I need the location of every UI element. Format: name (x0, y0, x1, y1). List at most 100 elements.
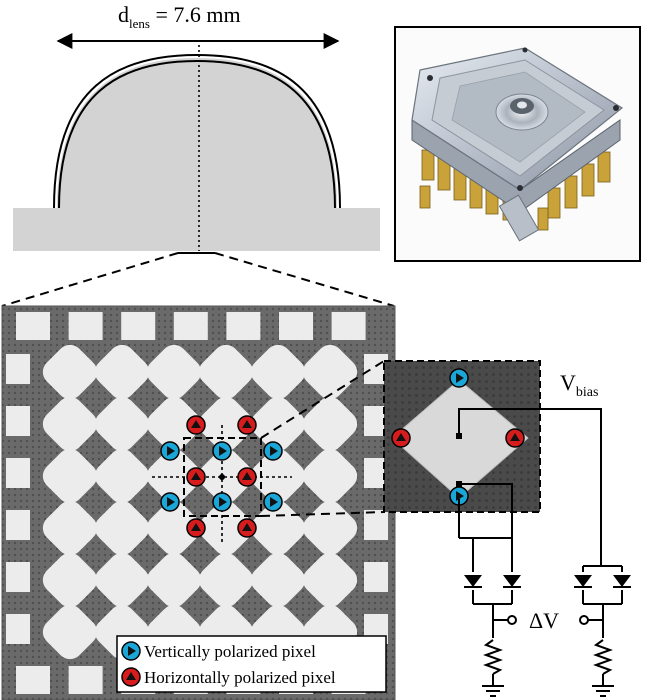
triangle-up-icon (510, 433, 520, 441)
pixel-absorber (42, 344, 98, 400)
border-pad (6, 562, 30, 592)
border-pad (6, 510, 30, 540)
vertical-pixel-marker (160, 441, 180, 461)
pixel-absorber (198, 448, 254, 504)
pixel-absorber (198, 344, 254, 400)
horizontal-pixel-marker (237, 415, 257, 435)
pixel-absorber (146, 552, 202, 608)
polarization-markers (160, 415, 283, 538)
vertical-pixel-marker (263, 441, 283, 461)
border-pad (6, 458, 30, 488)
triangle-right-icon (167, 497, 175, 507)
horizontal-pixel-marker (186, 518, 206, 538)
lens-diagram: dlens = 7.6 mm (1, 2, 395, 307)
legend: Vertically polarized pixel Horizontally … (116, 635, 387, 693)
pixel-absorber (94, 552, 150, 608)
border-pad (6, 354, 30, 384)
delta-v-label: ΔV (529, 608, 559, 633)
triangle-right-icon (270, 497, 278, 507)
legend-horizontal-icon (121, 667, 141, 687)
output-terminal-right (579, 615, 589, 625)
inset-zoom-line-top (260, 360, 385, 439)
triangle-up-icon (126, 672, 136, 680)
diodes (463, 574, 632, 588)
triangle-right-icon (219, 497, 227, 507)
triangle-right-icon (219, 446, 227, 456)
triangle-right-icon (128, 646, 136, 656)
legend-vertical-icon (121, 641, 141, 661)
horizontal-pixel-marker (237, 518, 257, 538)
lens-coating-inner (58, 59, 336, 209)
triangle-up-icon (242, 523, 252, 531)
horizontal-pixel-marker (391, 428, 411, 448)
pixel-absorber (146, 500, 202, 556)
horizontal-pixel-marker (237, 467, 257, 487)
triangle-right-icon (456, 491, 464, 501)
border-pad (226, 312, 261, 340)
zoom-line-right (214, 252, 395, 307)
readout-circuit (458, 408, 623, 697)
detector-array-chip (1, 305, 396, 700)
pixel-absorber (42, 448, 98, 504)
pixel-absorber (302, 448, 358, 504)
pixel-absorber (42, 604, 98, 660)
pixel-absorber (94, 396, 150, 452)
vertical-pixel-marker (212, 492, 232, 512)
pixel-absorber (42, 500, 98, 556)
pixel-absorber (94, 500, 150, 556)
pixel-absorber (146, 344, 202, 400)
border-pad (68, 312, 103, 340)
triangle-up-icon (191, 420, 201, 428)
lens-diameter-label: dlens = 7.6 mm (118, 2, 241, 31)
border-pad (173, 312, 208, 340)
triangle-up-icon (242, 420, 252, 428)
pixel-absorber (250, 448, 306, 504)
vertical-pixel-marker (121, 641, 141, 661)
legend-horizontal-label: Horizontally polarized pixel (144, 668, 336, 687)
pixel-absorber (198, 500, 254, 556)
zoom-line-left (1, 252, 179, 307)
vbias-label: Vbias (560, 370, 598, 400)
horizontal-pixel-marker (186, 415, 206, 435)
vertical-pixel-marker (263, 492, 283, 512)
triangle-right-icon (167, 446, 175, 456)
triangle-right-icon (270, 446, 278, 456)
pixel-absorber (42, 552, 98, 608)
pixel-absorber (302, 396, 358, 452)
border-pad (364, 562, 388, 592)
triangle-up-icon (191, 472, 201, 480)
border-pad (279, 312, 313, 340)
vertical-pixel-marker (212, 441, 232, 461)
horizontal-pixel-marker (186, 467, 206, 487)
pixel-absorber (250, 552, 306, 608)
lens-dome (57, 58, 337, 208)
border-pad (121, 312, 156, 340)
border-pad (68, 666, 103, 694)
vertical-pixel-marker (160, 492, 180, 512)
lens-coating-outer (53, 53, 341, 209)
lens-base (13, 208, 380, 251)
border-pad (6, 614, 30, 644)
triangle-up-icon (191, 523, 201, 531)
horizontal-pixel-marker (505, 428, 525, 448)
triangle-up-icon (396, 433, 406, 441)
triangle-right-icon (456, 373, 464, 383)
horizontal-pixel-marker (121, 667, 141, 687)
triangle-up-icon (242, 472, 252, 480)
pixel-absorber (146, 448, 202, 504)
border-pad (364, 510, 388, 540)
border-pad (16, 666, 50, 694)
pixel-absorber (198, 552, 254, 608)
pixel-pads (42, 344, 358, 660)
legend-vertical-label: Vertically polarized pixel (144, 642, 316, 661)
inset-zoom-line-bottom (260, 511, 385, 517)
zoom-box (183, 437, 262, 517)
pixel-absorber (302, 500, 358, 556)
border-pad (16, 312, 50, 340)
vertical-pixel-marker (449, 368, 469, 388)
pixel-absorber (250, 344, 306, 400)
pixel-absorber (94, 448, 150, 504)
bias-contact (456, 433, 462, 439)
pixel-absorber (42, 396, 98, 452)
